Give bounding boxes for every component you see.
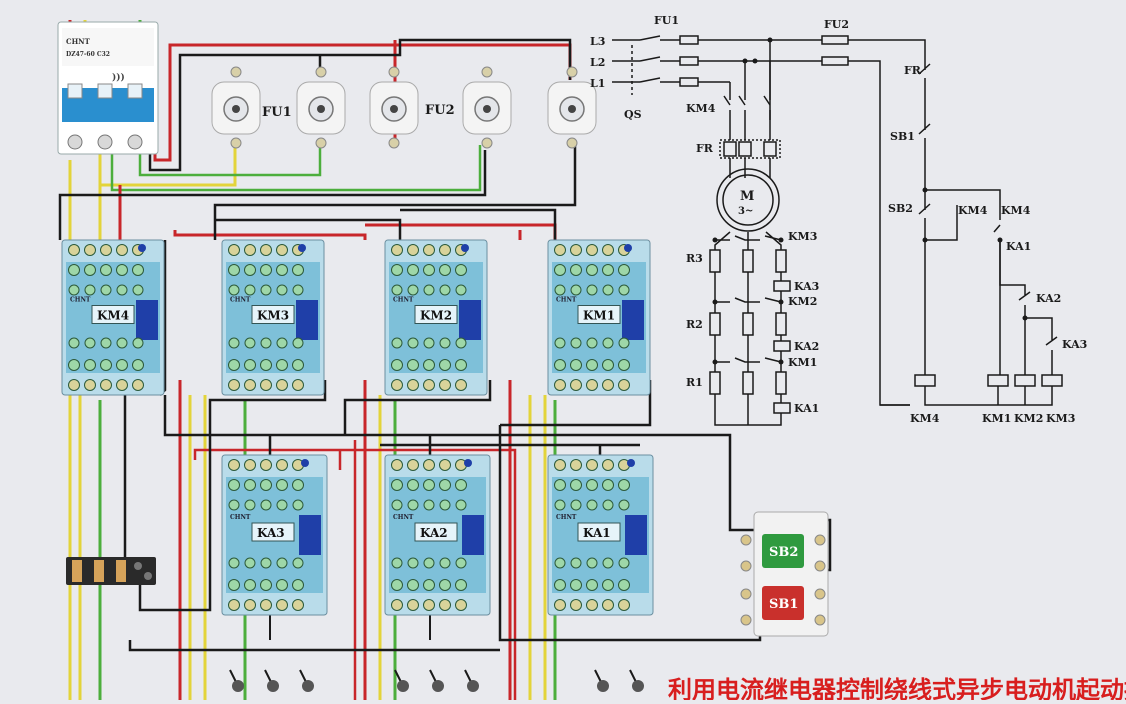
svg-text:))): ))) (112, 72, 125, 83)
label-ctrl-km4a: KM4 (958, 204, 988, 217)
relay-ka1-label: KA1 (583, 526, 611, 540)
contactor-km3-label: KM3 (257, 309, 289, 323)
label-ctrl-sb2: SB2 (888, 202, 913, 215)
label-ka3-coil: KA3 (794, 280, 819, 293)
contactor-km4-brand: CHNT (70, 297, 91, 304)
relay-ka3: CHNT KA3 (221, 454, 328, 616)
circuit-breaker: CHNT DZ47-60 C32 ))) (57, 21, 159, 155)
breaker-rating: DZ47-60 C32 (66, 51, 110, 58)
contactor-km2-label: KM2 (420, 309, 452, 323)
relay-ka2-label: KA2 (420, 526, 448, 540)
fuse-label-fu1: FU1 (262, 105, 292, 120)
label-l1: L1 (590, 77, 605, 90)
circuit-schematic (612, 35, 1063, 426)
label-fr-main: FR (696, 142, 714, 155)
label-fu2: FU2 (824, 18, 849, 31)
contactor-km4: CHNT KM4 (61, 239, 165, 396)
diagram-caption: 利用电流继电器控制绕线式异步电动机起动控制线路 (668, 676, 1126, 700)
label-r2: R2 (686, 318, 703, 331)
contactor-km1-label: KM1 (583, 309, 615, 323)
contactor-km2-brand: CHNT (393, 297, 414, 304)
label-ctrl-km4b: KM4 (1001, 204, 1031, 217)
fuse-holders: FU1 FU2 (211, 66, 597, 149)
relay-ka1: CHNT KA1 (547, 454, 654, 616)
label-ctrl-ka2: KA2 (1036, 292, 1061, 305)
label-ctrl-ka3: KA3 (1062, 338, 1087, 351)
contactor-km3-brand: CHNT (230, 297, 251, 304)
sb1-label: SB1 (769, 597, 798, 612)
relay-ka1-brand: CHNT (556, 514, 577, 521)
contactor-km1: CHNT KM1 (547, 239, 651, 396)
thermal-relay (66, 557, 156, 585)
relay-ka2: CHNT KA2 (384, 454, 491, 616)
label-ctrl-ka1: KA1 (1006, 240, 1031, 253)
contactor-km3: CHNT KM3 (221, 239, 325, 396)
label-ctrl-sb1: SB1 (890, 130, 915, 143)
label-km2: KM2 (788, 295, 817, 308)
label-coil-km1: KM1 (982, 412, 1011, 425)
sb2-label: SB2 (769, 545, 798, 560)
push-button-box: SB2 SB1 (740, 511, 829, 637)
label-l3: L3 (590, 35, 605, 48)
contactor-km1-brand: CHNT (556, 297, 577, 304)
label-ctrl-fr: FR (904, 64, 922, 77)
label-fu1: FU1 (654, 14, 679, 27)
label-ka1-coil: KA1 (794, 402, 819, 415)
label-motor: M (740, 189, 754, 204)
label-km1: KM1 (788, 356, 817, 369)
label-qs: QS (624, 108, 642, 121)
fuse-label-fu2: FU2 (425, 103, 455, 118)
contactor-modules: CHNTKM4CHNTKM3CHNTKM2CHNTKM1CHNTKA3CHNTK… (61, 239, 654, 616)
label-r1: R1 (686, 376, 703, 389)
label-ka2-coil: KA2 (794, 340, 819, 353)
relay-ka2-brand: CHNT (393, 514, 414, 521)
label-r3: R3 (686, 252, 703, 265)
label-coil-km3: KM3 (1046, 412, 1075, 425)
label-km3: KM3 (788, 230, 817, 243)
label-coil-km2: KM2 (1014, 412, 1043, 425)
relay-ka3-brand: CHNT (230, 514, 251, 521)
label-coil-km4: KM4 (910, 412, 940, 425)
relay-ka3-label: KA3 (257, 526, 285, 540)
schematic-labels: L3 L2 L1 QS FU1 FU2 KM4 FR M 3~ R3 R2 R1… (590, 14, 1087, 425)
sb2-button[interactable] (762, 534, 804, 568)
label-km4-main: KM4 (686, 102, 716, 115)
label-motor-sub: 3~ (738, 206, 753, 217)
contactor-km2: CHNT KM2 (384, 239, 488, 396)
sb1-button[interactable] (762, 586, 804, 620)
label-l2: L2 (590, 56, 605, 69)
contactor-km4-label: KM4 (97, 309, 129, 323)
breaker-brand: CHNT (66, 37, 91, 46)
